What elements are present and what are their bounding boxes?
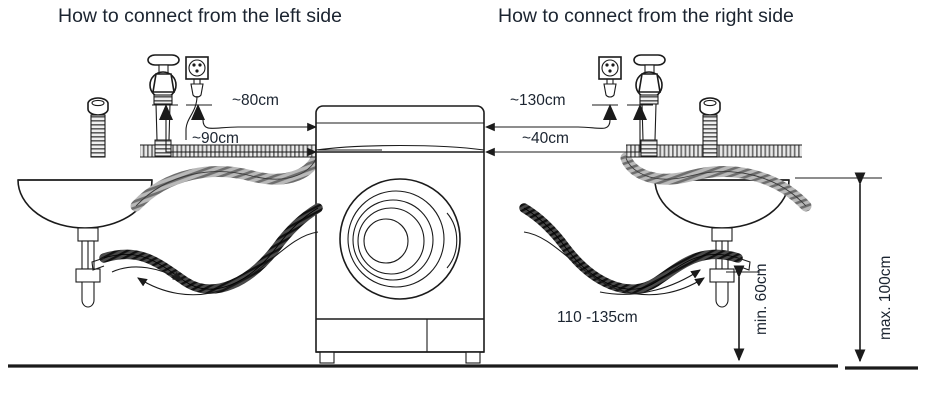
dim-left-power: ~80cm — [232, 92, 279, 109]
dim-drain-hose-length: 110 -135cm — [557, 309, 638, 326]
faucet-left — [147, 54, 180, 157]
drain-hose-gray-left — [130, 152, 322, 212]
dim-min-height-group: min. 60cm — [726, 264, 770, 362]
drain-route-arrow-left-to-sink — [137, 231, 319, 296]
faucet-right — [633, 54, 666, 157]
drain-tip-arrow-right — [599, 269, 701, 295]
washing-machine — [315, 105, 485, 364]
transport-bolt-right — [699, 97, 721, 158]
dim-right-power: ~130cm — [510, 92, 566, 109]
title-right: How to connect from the right side — [498, 5, 794, 27]
dim-drain-min-height: min. 60cm — [753, 264, 770, 336]
drain-route-arrow-right-to-sink — [523, 231, 705, 296]
callout-right-water: ~40cm — [484, 104, 653, 157]
dim-left-water: ~90cm — [192, 130, 239, 147]
power-plug-right — [603, 79, 617, 98]
power-socket-right — [598, 56, 622, 80]
callout-left-water: ~90cm — [152, 104, 318, 157]
dim-max-height-group: max. 100cm — [795, 172, 894, 363]
power-socket-left — [185, 56, 209, 80]
callout-left-power: ~80cm — [185, 92, 318, 140]
power-plug-left — [190, 79, 204, 98]
drain-tip-arrow-left — [111, 266, 183, 281]
drain-hose-dark-left — [91, 203, 323, 294]
transport-bolt-left — [87, 97, 109, 158]
title-left: How to connect from the left side — [58, 5, 342, 27]
sink-basin-left — [17, 179, 153, 308]
dim-drain-max-height: max. 100cm — [877, 256, 894, 340]
drain-hose-gray-right — [620, 152, 812, 212]
callout-right-power: ~130cm — [484, 92, 618, 132]
dim-right-water: ~40cm — [522, 130, 569, 147]
